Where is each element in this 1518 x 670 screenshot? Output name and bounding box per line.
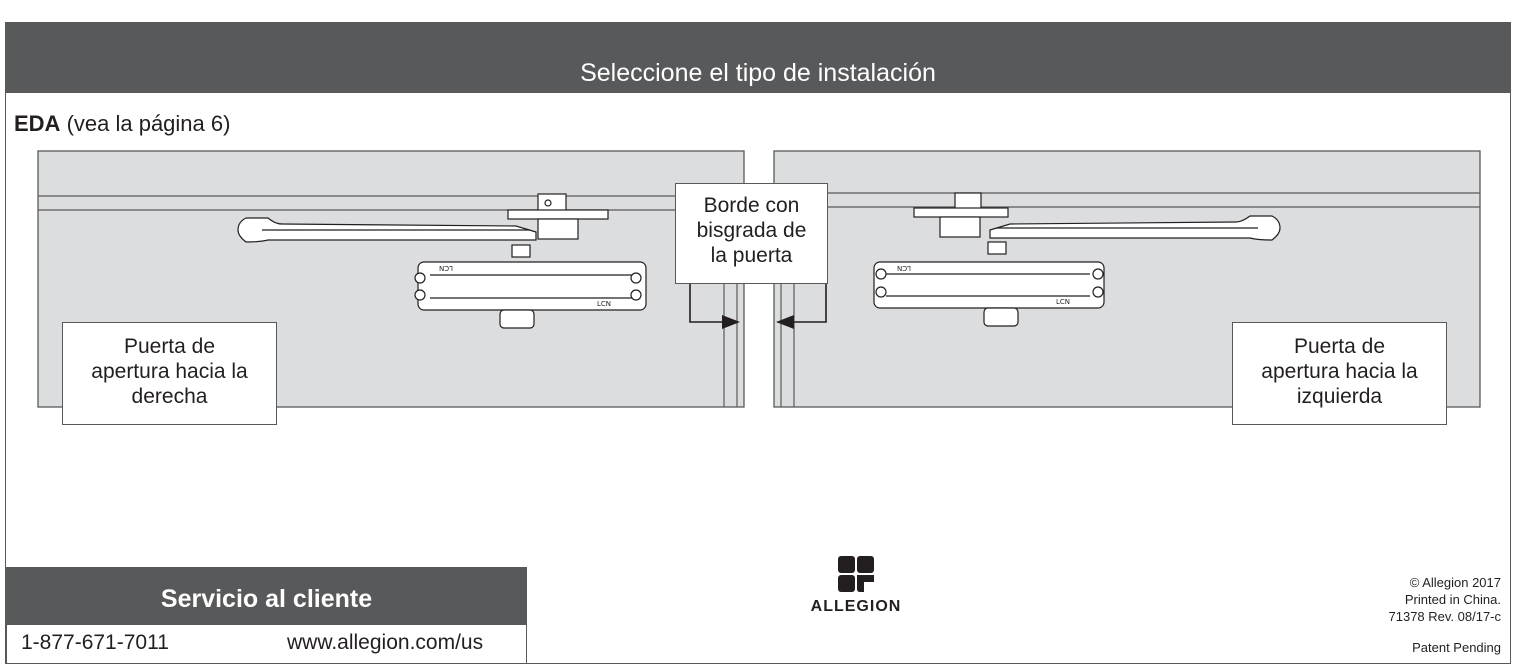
printed-line: Printed in China. bbox=[1404, 592, 1501, 607]
closer-brand-right-bottom: LCN bbox=[1056, 298, 1070, 306]
title-bar: Seleccione el tipo de instalación bbox=[6, 23, 1510, 93]
callout-bevel-edge: Borde con bisgrada de la puerta bbox=[675, 183, 828, 284]
page-frame bbox=[5, 22, 1511, 664]
revision-line: 71378 Rev. 08/17-c bbox=[1388, 609, 1502, 624]
copyright-line: © Allegion 2017 bbox=[1409, 575, 1501, 590]
callout-left-hand-door: Puerta de apertura hacia la izquierda bbox=[1232, 322, 1447, 425]
customer-service-title: Servicio al cliente bbox=[7, 568, 526, 625]
legal-notice: © Allegion 2017 Printed in China. 71378 … bbox=[1389, 574, 1502, 625]
callout-right-hand-door: Puerta de apertura hacia la derecha bbox=[62, 322, 277, 425]
section-reference: (vea la página 6) bbox=[60, 111, 231, 136]
door-closer-left: LCN LCN bbox=[237, 193, 647, 329]
closer-brand-right: LCN bbox=[897, 264, 911, 272]
arrow-right-head bbox=[776, 315, 794, 329]
door-closer-right: LCN LCN bbox=[873, 192, 1281, 327]
arrow-left-head bbox=[722, 315, 740, 329]
section-label: EDA (vea la página 6) bbox=[14, 111, 230, 137]
section-code: EDA bbox=[14, 111, 61, 136]
bevel-leader-arrows bbox=[689, 284, 827, 323]
page-title: Seleccione el tipo de instalación bbox=[580, 59, 936, 87]
customer-service-website: www.allegion.com/us bbox=[287, 631, 484, 654]
allegion-logo-icon bbox=[838, 556, 874, 592]
closer-brand-left-bottom: LCN bbox=[597, 300, 611, 308]
closer-brand-left: LCN bbox=[439, 264, 453, 272]
customer-service-box: Servicio al cliente 1-877-671-7011 www.a… bbox=[6, 567, 527, 664]
patent-line: Patent Pending bbox=[1412, 640, 1501, 655]
brand-name: ALLEGION bbox=[810, 598, 902, 615]
customer-service-phone: 1-877-671-7011 bbox=[21, 631, 169, 654]
